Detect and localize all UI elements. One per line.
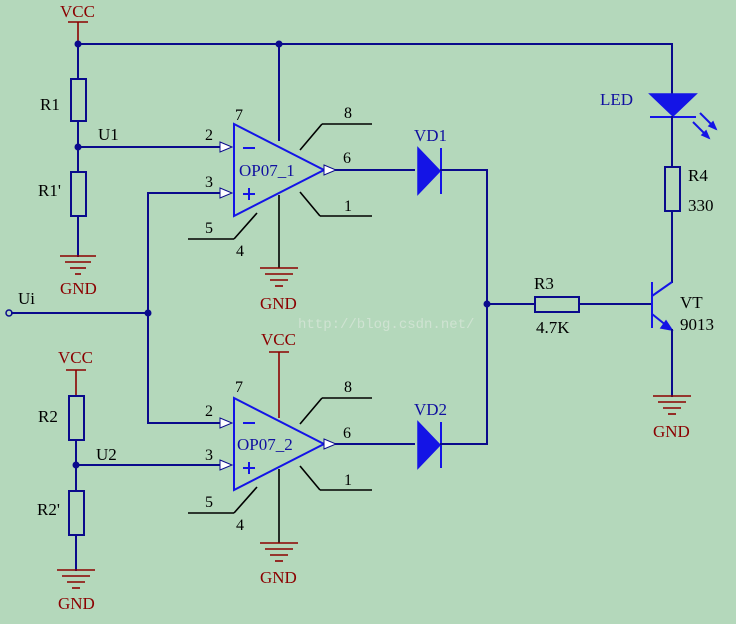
svg-text:U2: U2: [96, 445, 117, 464]
svg-text:9013: 9013: [680, 315, 714, 334]
net-ui-to-opamps: [147, 192, 221, 424]
svg-text:VD2: VD2: [414, 400, 447, 419]
svg-text:Ui: Ui: [18, 289, 35, 308]
input-ui: Ui: [5, 289, 149, 317]
opamp-op07-1: OP07_1 2 3 5 4 7 8 6 1: [188, 105, 415, 268]
svg-text:4.7K: 4.7K: [536, 318, 570, 337]
gnd-symbol-op1: GND: [260, 267, 298, 313]
resistor-r2-prime: R2': [37, 490, 85, 571]
resistor-r3: R3 4.7K: [534, 274, 653, 337]
svg-text:R4: R4: [688, 166, 708, 185]
svg-text:R2': R2': [37, 500, 60, 519]
vcc-top-symbol: VCC: [60, 2, 95, 44]
gnd-symbol-r2: GND: [57, 569, 95, 613]
resistor-r1: R1: [40, 43, 87, 173]
svg-text:GND: GND: [653, 422, 690, 441]
svg-text:LED: LED: [600, 90, 633, 109]
gnd-symbol-r1: GND: [60, 255, 97, 298]
svg-text:3: 3: [205, 447, 213, 464]
svg-text:OP07_1: OP07_1: [239, 161, 295, 180]
svg-text:8: 8: [344, 379, 352, 396]
svg-text:GND: GND: [260, 294, 297, 313]
svg-text:2: 2: [205, 127, 213, 144]
svg-text:7: 7: [235, 379, 243, 396]
svg-text:R2: R2: [38, 407, 58, 426]
svg-text:1: 1: [344, 472, 352, 489]
transistor-vt: VT 9013: [651, 281, 714, 397]
svg-text:R1: R1: [40, 95, 60, 114]
svg-text:8: 8: [344, 105, 352, 122]
svg-text:VCC: VCC: [261, 330, 296, 349]
svg-text:5: 5: [205, 220, 213, 237]
svg-text:6: 6: [343, 425, 351, 442]
svg-text:2: 2: [205, 403, 213, 420]
svg-text:GND: GND: [60, 279, 97, 298]
net-u1: U1: [77, 125, 221, 148]
net-diode-or: [483, 169, 536, 445]
gnd-symbol-vt: GND: [653, 395, 691, 441]
svg-text:6: 6: [343, 150, 351, 167]
vcc-op2-symbol: VCC: [261, 330, 296, 418]
watermark-text: http://blog.csdn.net/: [298, 317, 474, 333]
svg-text:330: 330: [688, 196, 714, 215]
svg-text:VCC: VCC: [60, 2, 95, 21]
svg-text:7: 7: [235, 107, 243, 124]
vcc-r2-symbol: VCC: [58, 348, 93, 396]
svg-text:VT: VT: [680, 293, 703, 312]
vcc-rail: [74, 40, 673, 141]
svg-text:5: 5: [205, 494, 213, 511]
led: LED: [600, 90, 718, 168]
svg-text:R3: R3: [534, 274, 554, 293]
opamp-op07-2: OP07_2 2 3 5 4 7 8 6 1: [188, 379, 415, 543]
resistor-r1-prime: R1': [38, 171, 87, 257]
gnd-symbol-op2: GND: [260, 542, 298, 587]
svg-text:R1': R1': [38, 181, 61, 200]
svg-text:4: 4: [236, 517, 244, 534]
svg-text:1: 1: [344, 198, 352, 215]
svg-text:GND: GND: [58, 594, 95, 613]
svg-text:VD1: VD1: [414, 126, 447, 145]
resistor-r4: R4 330: [664, 166, 714, 283]
svg-text:4: 4: [236, 243, 244, 260]
resistor-r2: R2: [38, 395, 85, 492]
diode-vd2: VD2: [414, 400, 488, 470]
net-u2: U2: [75, 445, 221, 466]
svg-text:VCC: VCC: [58, 348, 93, 367]
diode-vd1: VD1: [414, 126, 488, 196]
svg-text:U1: U1: [98, 125, 119, 144]
svg-text:GND: GND: [260, 568, 297, 587]
svg-text:3: 3: [205, 174, 213, 191]
svg-text:OP07_2: OP07_2: [237, 435, 293, 454]
